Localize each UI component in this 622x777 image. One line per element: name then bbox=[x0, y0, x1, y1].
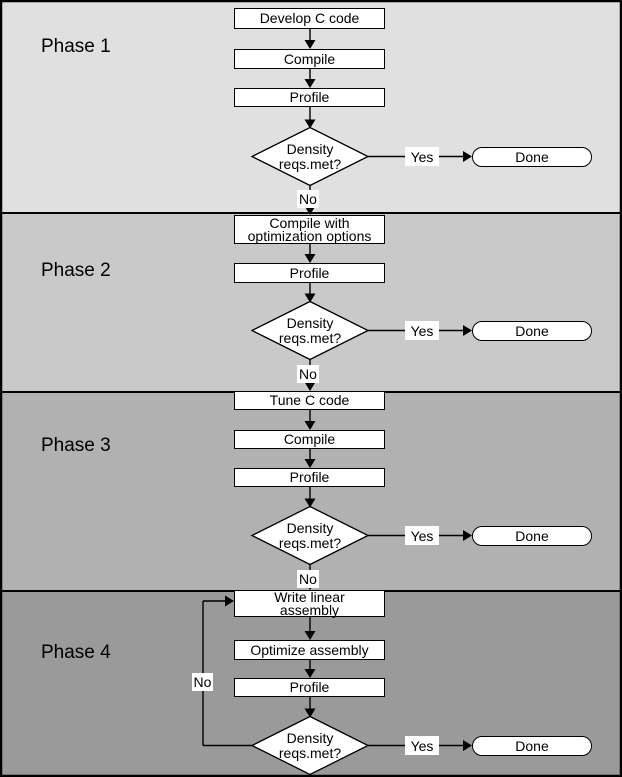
step-compile-with-optimization-options: Compile with optimization options bbox=[234, 215, 385, 244]
no-label: No bbox=[297, 570, 319, 588]
decision-density-reqs-met: Density reqs.met? bbox=[278, 729, 342, 761]
decision-density-reqs-met: Density reqs.met? bbox=[278, 314, 342, 346]
step-profile: Profile bbox=[234, 468, 385, 487]
done-terminator: Done bbox=[472, 525, 592, 546]
decision-diamond bbox=[250, 715, 370, 776]
yes-arrow-head bbox=[463, 151, 472, 162]
step-profile: Profile bbox=[234, 678, 385, 697]
no-label: No bbox=[192, 673, 213, 691]
yes-label: Yes bbox=[405, 147, 439, 166]
flow-arrow-head bbox=[304, 421, 316, 430]
flow-arrow-head bbox=[304, 293, 316, 303]
phase-label-4: Phase 4 bbox=[41, 642, 111, 663]
no-arrow-head bbox=[304, 206, 316, 215]
step-profile: Profile bbox=[234, 263, 385, 283]
flow-arrow-head bbox=[304, 631, 316, 640]
flow-arrow-head bbox=[304, 459, 316, 468]
flow-arrow-head bbox=[304, 669, 316, 678]
yes-arrow-head bbox=[463, 325, 472, 336]
no-label: No bbox=[297, 365, 319, 383]
phase-label-3: Phase 3 bbox=[41, 435, 111, 456]
done-terminator: Done bbox=[472, 320, 592, 341]
done-terminator: Done bbox=[472, 146, 592, 167]
flow-arrow-head bbox=[304, 708, 316, 718]
decision-density-reqs-met: Density reqs.met? bbox=[278, 519, 342, 551]
step-profile: Profile bbox=[234, 88, 385, 107]
step-compile: Compile bbox=[234, 49, 385, 69]
yes-label: Yes bbox=[405, 736, 439, 755]
flow-arrow-head bbox=[304, 40, 316, 49]
yes-arrow-head bbox=[463, 530, 472, 541]
no-arrow-head bbox=[304, 382, 316, 391]
phase-label-2: Phase 2 bbox=[41, 260, 111, 281]
no-loop-arrow-head bbox=[225, 595, 234, 607]
no-label: No bbox=[297, 190, 319, 208]
flow-arrow-head bbox=[304, 119, 316, 129]
done-terminator: Done bbox=[472, 735, 592, 756]
step-write-linear-assembly: Write linear assembly bbox=[234, 590, 385, 617]
yes-label: Yes bbox=[405, 321, 439, 340]
flow-arrow-head bbox=[304, 254, 316, 263]
phase-label-1: Phase 1 bbox=[41, 36, 111, 57]
yes-arrow-head bbox=[463, 740, 472, 751]
flow-arrow-head bbox=[304, 79, 316, 88]
step-develop-c-code: Develop C code bbox=[234, 8, 385, 29]
yes-label: Yes bbox=[405, 526, 439, 545]
flow-arrow-head bbox=[304, 498, 316, 508]
step-compile: Compile bbox=[234, 430, 385, 449]
decision-density-reqs-met: Density reqs.met? bbox=[278, 140, 342, 172]
step-optimize-assembly: Optimize assembly bbox=[234, 640, 385, 660]
step-tune-c-code: Tune C code bbox=[234, 391, 385, 410]
